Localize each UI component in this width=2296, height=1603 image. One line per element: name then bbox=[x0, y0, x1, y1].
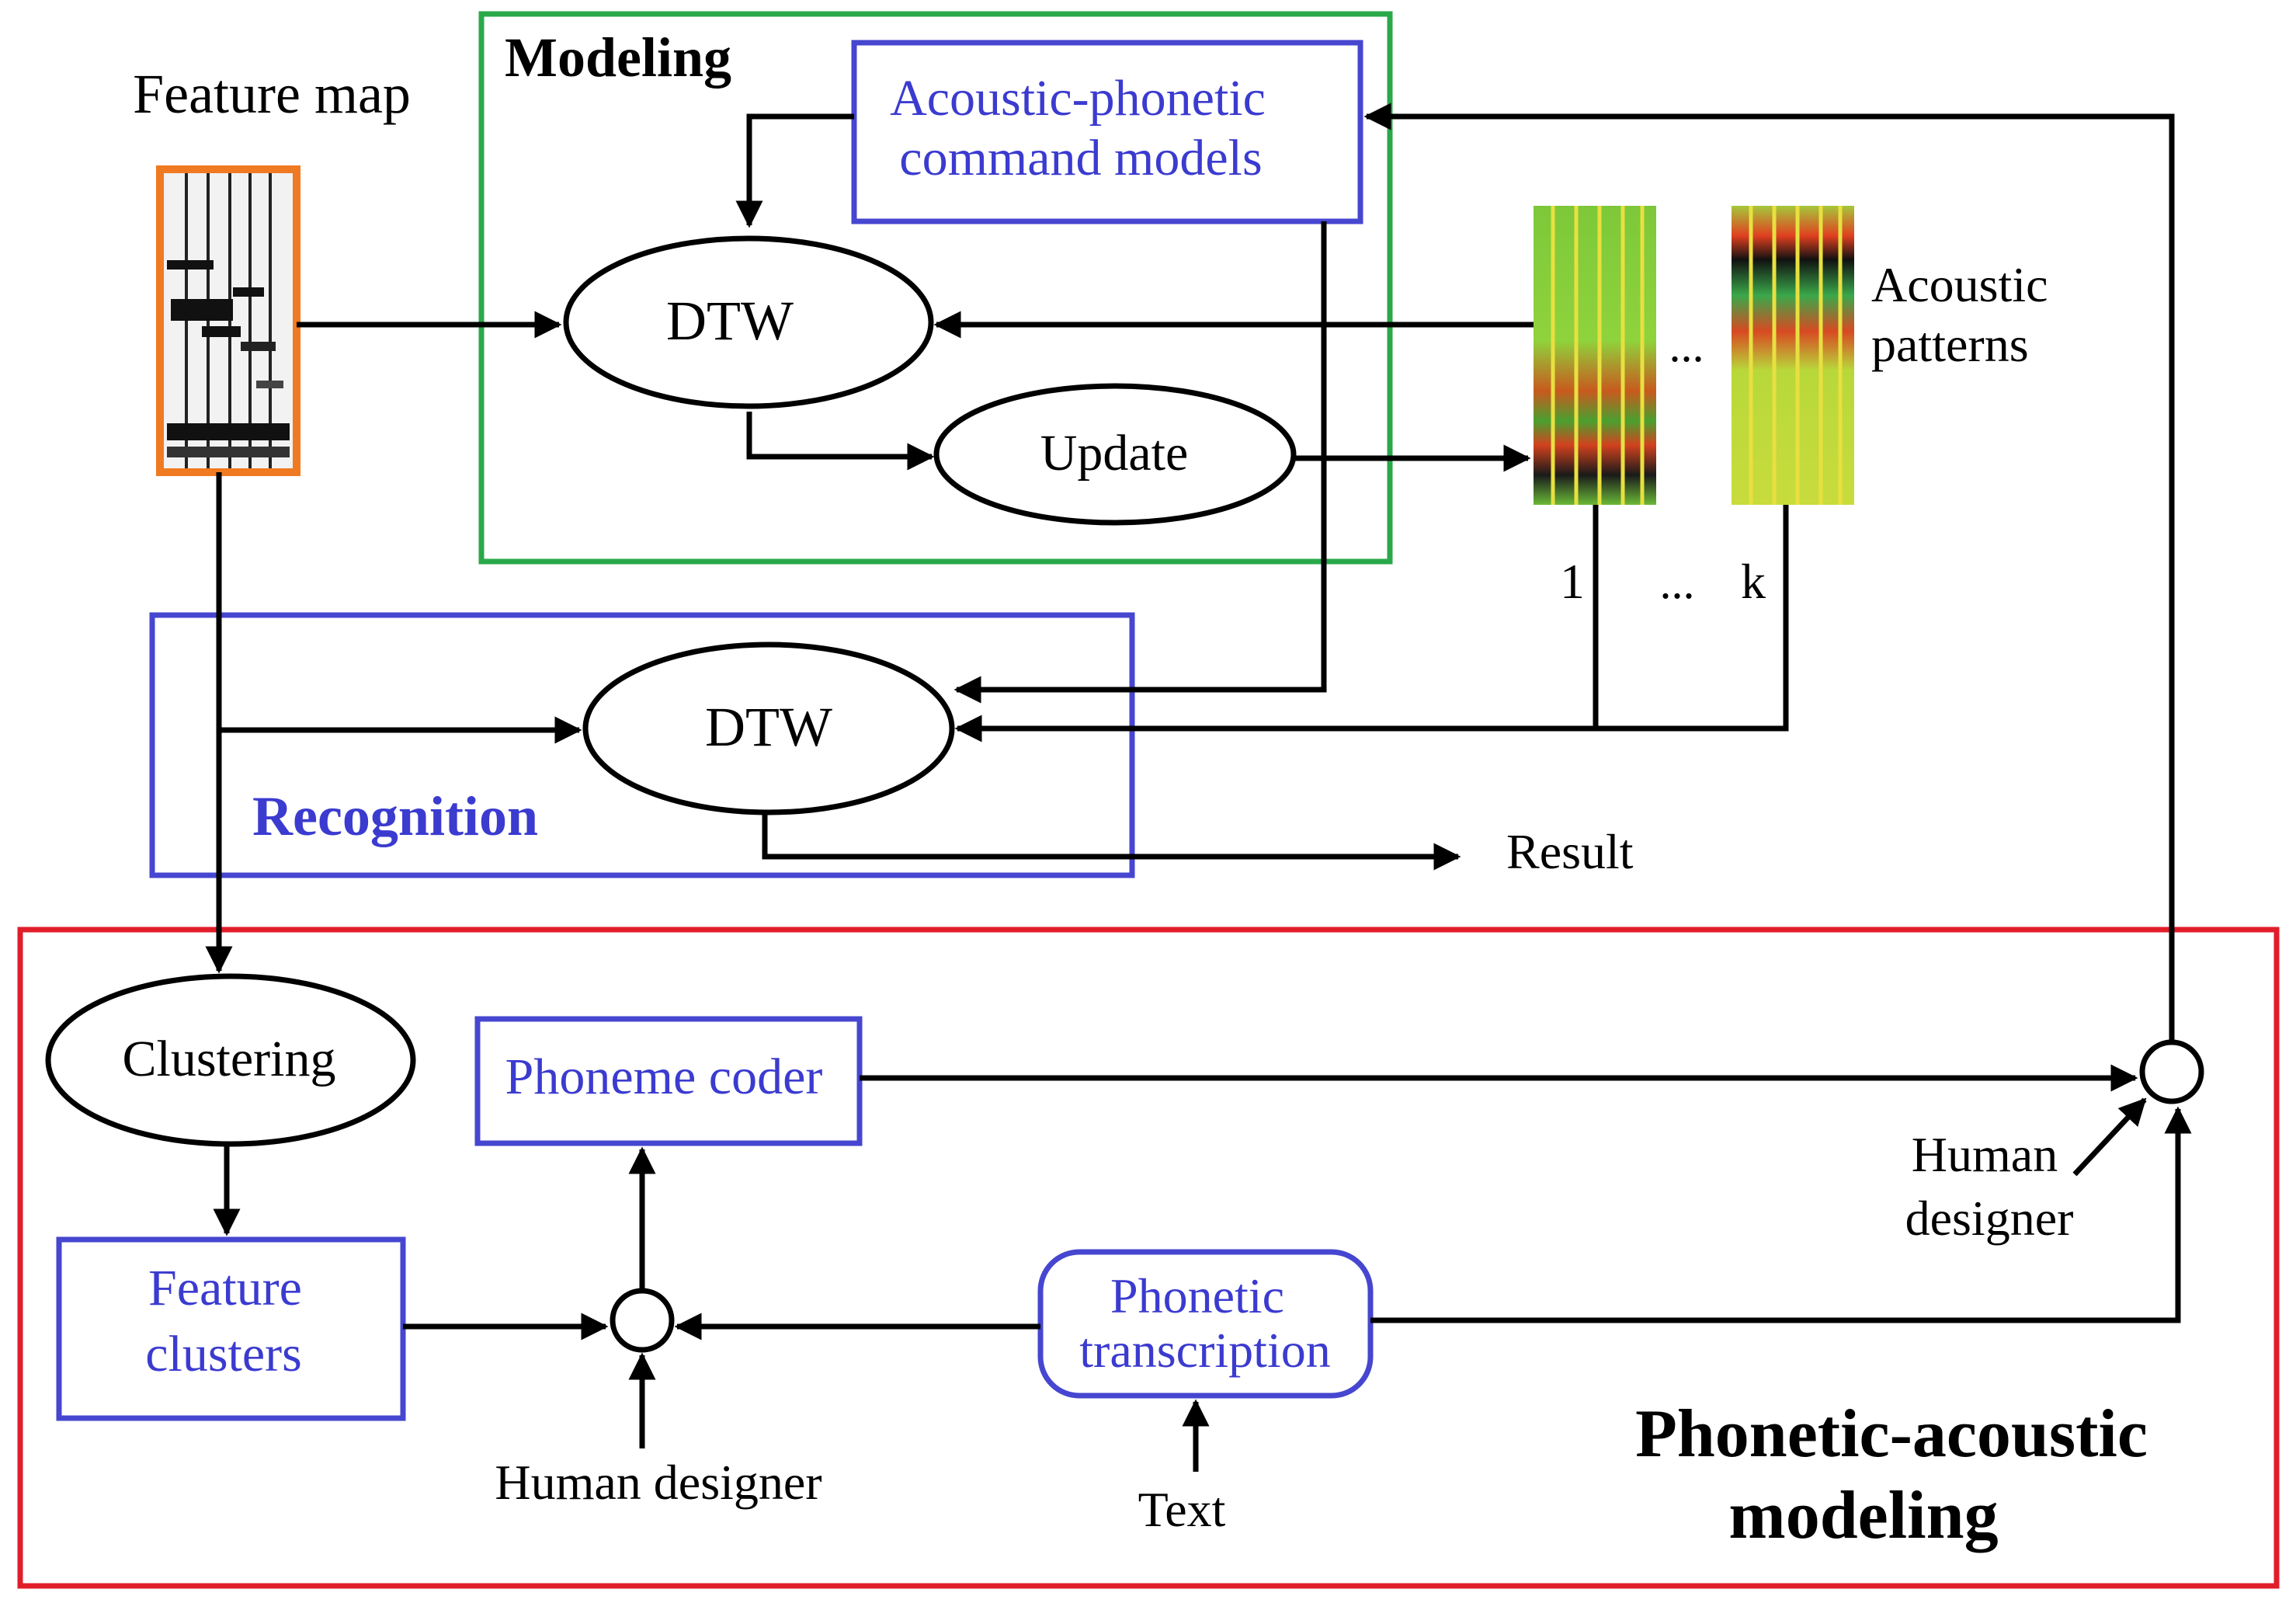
update-node bbox=[933, 383, 1297, 526]
edge-human-designer-right-to-junction bbox=[2072, 1097, 2147, 1177]
dtw-modeling-label: DTW bbox=[666, 290, 794, 352]
coder-merge-junction bbox=[2139, 1039, 2204, 1104]
modeling-title: Modeling bbox=[505, 26, 731, 89]
recognition-title: Recognition bbox=[252, 785, 538, 847]
acoustic-patterns-label-line1: Acoustic bbox=[1871, 257, 2048, 312]
patterns-ellipsis: ... bbox=[1669, 320, 1704, 371]
recognition-frame bbox=[149, 612, 1135, 878]
edge-patterns-to-dtw-recognition bbox=[954, 505, 1789, 742]
phonetic-acoustic-title-line2: modeling bbox=[1728, 1478, 1998, 1553]
phonetic-acoustic-frame bbox=[17, 927, 2280, 1589]
phonetic-transcription-label-line1: Phonetic bbox=[1110, 1268, 1284, 1323]
human-designer-right-label-line2: designer bbox=[1905, 1191, 2074, 1246]
human-designer-bottom-label: Human designer bbox=[495, 1455, 821, 1510]
modeling-frame bbox=[478, 11, 1393, 565]
feature-map-frame bbox=[156, 165, 300, 476]
edge-command-models-to-dtw-modeling bbox=[735, 113, 854, 228]
result-label: Result bbox=[1506, 824, 1634, 879]
acoustic-pattern-1 bbox=[1534, 206, 1656, 505]
edge-right-junction-to-command-models bbox=[1363, 103, 2175, 1042]
phoneme-coder-label: Phoneme coder bbox=[505, 1048, 823, 1105]
dtw-recognition-node bbox=[582, 642, 955, 815]
dtw-modeling-node bbox=[563, 235, 934, 409]
feature-clusters-label-line2: clusters bbox=[145, 1326, 302, 1382]
acoustic-phonetic-label-line2: command models bbox=[899, 130, 1262, 186]
feature-clusters-box bbox=[56, 1236, 406, 1421]
phonetic-acoustic-title-line1: Phonetic-acoustic bbox=[1635, 1396, 2148, 1472]
connectors bbox=[205, 103, 2192, 1472]
acoustic-pattern-k bbox=[1732, 206, 1854, 505]
pattern-index-last: k bbox=[1741, 554, 1766, 609]
text-label: Text bbox=[1138, 1482, 1226, 1537]
acoustic-phonetic-label-line1: Acoustic-phonetic bbox=[890, 70, 1266, 127]
clustering-node bbox=[45, 973, 416, 1147]
edge-transcription-to-right-junction bbox=[1370, 1106, 2192, 1323]
edge-dtw-to-update bbox=[746, 412, 935, 471]
feature-map-label: Feature map bbox=[133, 63, 411, 125]
pattern-index-dots: ... bbox=[1660, 557, 1695, 608]
acoustic-phonetic-command-models-box bbox=[851, 40, 1363, 224]
phonetic-transcription-label-line2: transcription bbox=[1079, 1323, 1330, 1378]
dtw-recognition-label: DTW bbox=[705, 696, 832, 758]
feature-clusters-label-line1: Feature bbox=[148, 1260, 302, 1316]
feature-map-image bbox=[163, 172, 294, 469]
pattern-index-first: 1 bbox=[1560, 554, 1585, 609]
feature-merge-junction bbox=[610, 1288, 675, 1353]
update-label: Update bbox=[1040, 425, 1189, 482]
clustering-label: Clustering bbox=[123, 1031, 336, 1087]
phoneme-coder-box bbox=[474, 1016, 863, 1146]
human-designer-right-label-line1: Human bbox=[1912, 1127, 2058, 1182]
edge-command-models-to-dtw-recognition bbox=[953, 221, 1327, 704]
acoustic-patterns-label-line2: patterns bbox=[1871, 317, 2029, 372]
edge-dtw-to-result bbox=[762, 812, 1461, 871]
